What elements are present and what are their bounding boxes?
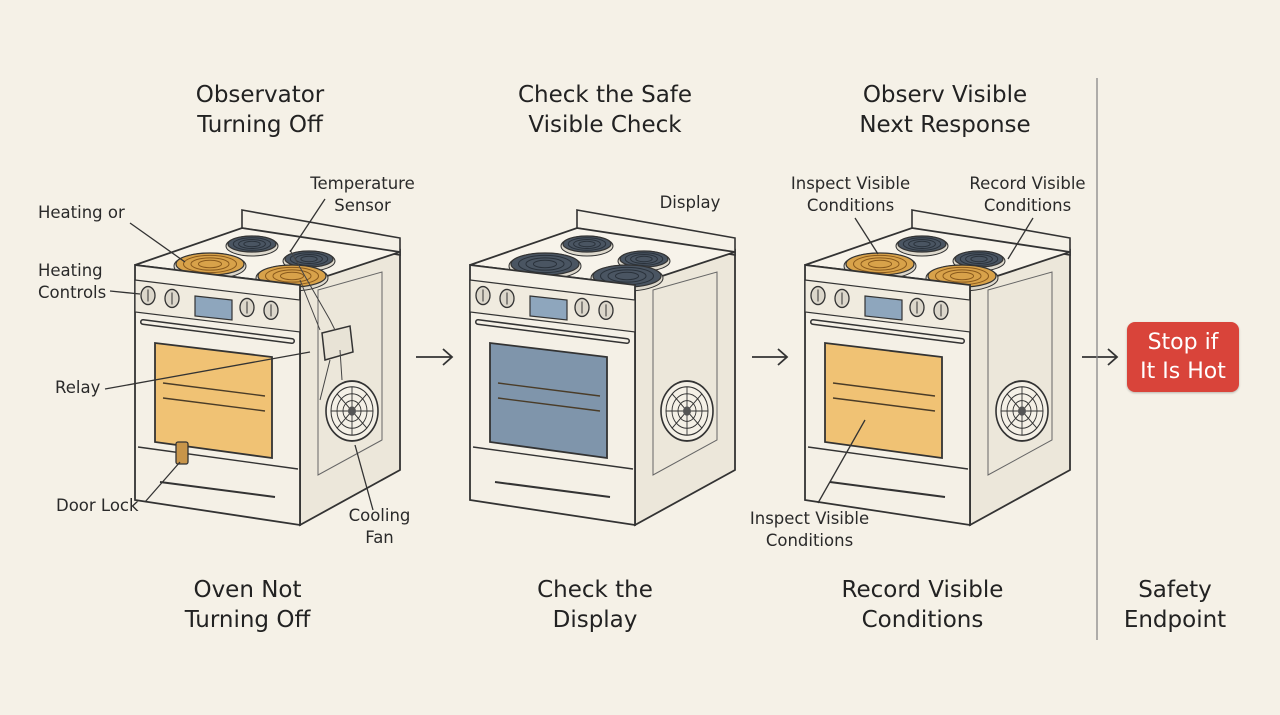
wiring xyxy=(289,249,343,401)
display-panel xyxy=(864,295,903,321)
oven-backsplash xyxy=(576,209,736,256)
leader-relay xyxy=(104,351,311,390)
oven-window xyxy=(154,341,273,460)
label-record-top: Record Visible Conditions xyxy=(969,174,1086,215)
relay-icon xyxy=(321,325,354,361)
burner-icon xyxy=(895,235,949,257)
burner-icon xyxy=(508,252,582,280)
step-2-title: Check the Safe Visible Check xyxy=(517,82,693,138)
burner-icon xyxy=(173,252,247,280)
label-cooling-fan: Cooling Fan xyxy=(348,506,411,547)
step-3-title: Observ Visible Next Response xyxy=(859,82,1031,138)
drawer-handle xyxy=(159,481,276,498)
arrow-right-icon xyxy=(752,348,789,366)
label-heating-or: Heating or xyxy=(38,203,125,222)
oven-window xyxy=(489,341,608,460)
leader-temperature-sensor xyxy=(289,198,326,253)
display-panel xyxy=(194,295,233,321)
step-3-caption: Record Visible Conditions xyxy=(841,577,1004,633)
step-2-caption: Check the Display xyxy=(537,577,653,633)
label-display: Display xyxy=(659,193,721,212)
display-panel xyxy=(529,295,568,321)
arrow-right-icon xyxy=(1082,348,1119,366)
step-1-title: Observator Turning Off xyxy=(195,82,325,138)
oven-step-1 xyxy=(134,209,401,527)
oven-backsplash xyxy=(911,209,1071,256)
leader-heating-or xyxy=(129,222,186,263)
oven-rack xyxy=(497,382,601,412)
step-1-caption: Oven Not Turning Off xyxy=(184,577,311,633)
leader-inspect-top xyxy=(854,217,879,255)
label-door-lock: Door Lock xyxy=(56,496,139,515)
label-inspect-bottom: Inspect Visible Conditions xyxy=(749,509,870,550)
leader-door-lock xyxy=(144,461,181,503)
oven-window xyxy=(824,341,943,460)
door-lock-icon xyxy=(175,441,189,465)
oven-step-2 xyxy=(469,209,736,527)
oven-step-3 xyxy=(804,209,1071,527)
label-inspect-top: Inspect Visible Conditions xyxy=(790,174,911,215)
leader-record-top xyxy=(1007,217,1034,260)
burner-icon xyxy=(225,235,279,257)
endpoint-caption: Safety Endpoint xyxy=(1123,577,1227,633)
burner-icon xyxy=(560,235,614,257)
oven-rack xyxy=(162,382,266,412)
leader-heating-controls xyxy=(109,290,141,295)
oven-rack xyxy=(832,382,936,412)
cooling-fan-icon xyxy=(660,380,714,442)
stop-if-hot-text: Stop if It Is Hot xyxy=(1140,330,1226,384)
label-heating-controls: Heating Controls xyxy=(38,261,107,302)
stop-if-hot-badge: Stop if It Is Hot xyxy=(1127,322,1239,392)
arrow-right-icon xyxy=(416,348,454,366)
cooling-fan-icon xyxy=(995,380,1049,442)
drawer-handle xyxy=(494,481,611,498)
oven-backsplash xyxy=(241,209,401,256)
label-temperature-sensor: Temperature Sensor xyxy=(310,174,415,215)
label-relay: Relay xyxy=(55,378,101,397)
cooling-fan-icon xyxy=(325,380,379,442)
leader-inspect-bottom xyxy=(817,419,866,504)
leader-cooling-fan xyxy=(354,444,374,511)
drawer-handle xyxy=(829,481,946,498)
